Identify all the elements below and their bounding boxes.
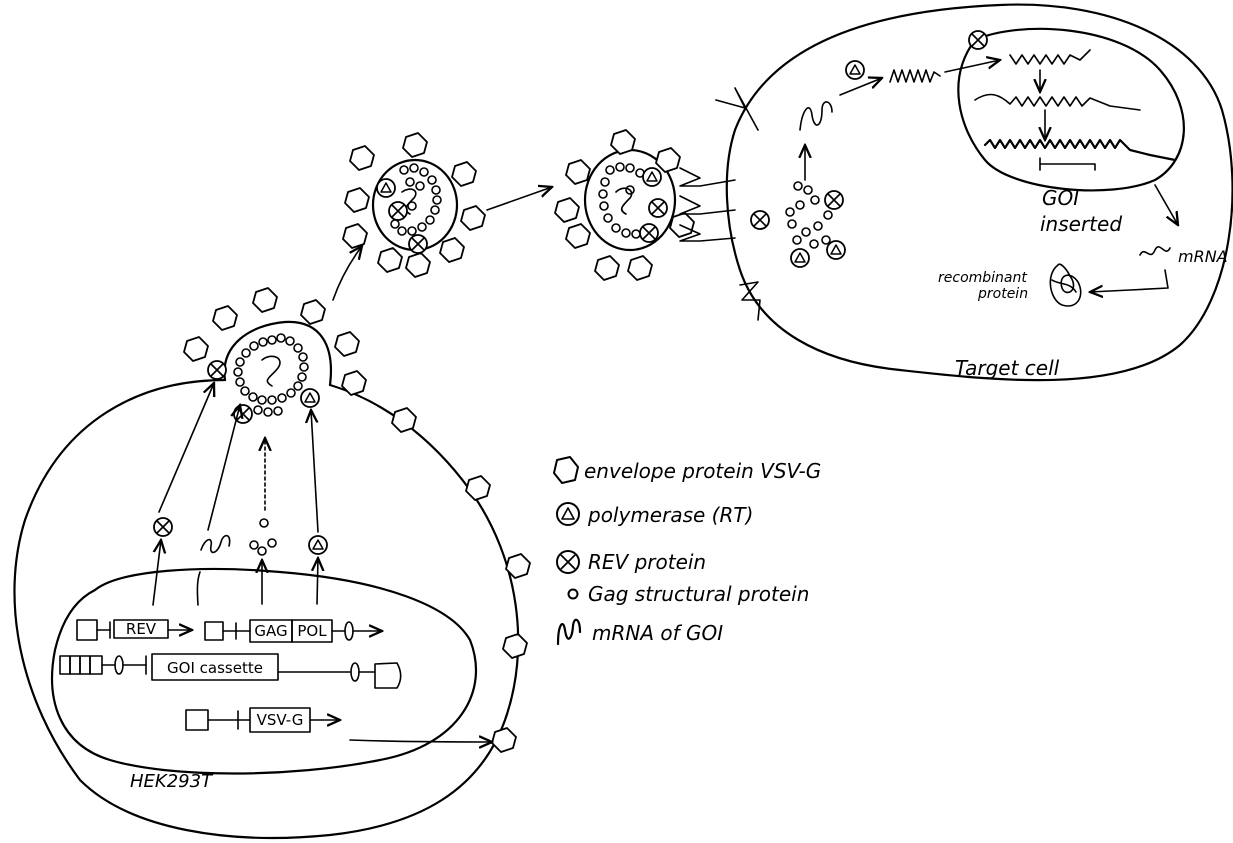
hexagon-icon [553, 456, 579, 484]
legend-envelope-text: envelope protein VSV-G [584, 459, 821, 483]
vsvg-to-membrane-arrow [349, 740, 492, 742]
target-cell-membrane [725, 3, 1233, 382]
wavy-line-icon [556, 618, 582, 646]
recombinant-label-line2: protein [977, 286, 1028, 302]
plasmid-vsvg: VSV-G [185, 707, 340, 733]
pol-label: POL [297, 622, 327, 640]
legend-mrna-text: mRNA of GOI [592, 621, 723, 645]
legend-item-gag: Gag structural protein [567, 582, 809, 606]
uncoated-capsid [750, 181, 846, 268]
virion-capsid [376, 163, 442, 254]
free-virion [342, 132, 486, 278]
producer-cell-membrane [13, 378, 520, 840]
transfer-arrow [486, 187, 552, 211]
cross-circle-icon [556, 550, 580, 574]
viral-rna [799, 101, 833, 131]
recombinant-protein-blob [1049, 263, 1082, 307]
envelope-proteins-producer [183, 287, 531, 753]
legend-item-envelope: envelope protein VSV-G [553, 456, 821, 484]
expression-arrows [152, 383, 318, 606]
expressed-proteins [153, 517, 328, 556]
target-mrna [1139, 246, 1171, 256]
gag-label: GAG [254, 622, 287, 640]
goi-inserted-line1: GOI [1042, 186, 1079, 210]
rev-label: REV [126, 620, 157, 638]
legend: envelope protein VSV-G polymerase (RT) R… [553, 456, 821, 646]
plasmid-rev: REV [76, 619, 192, 641]
legend-item-polymerase: polymerase (RT) [556, 502, 753, 527]
binding-virion [554, 129, 736, 281]
plasmid-goi-cassette: GOI cassette [59, 653, 402, 689]
legend-polymerase-text: polymerase (RT) [587, 503, 753, 527]
target-cell-label: Target cell [955, 356, 1060, 380]
target-cell: GOI inserted mRNA recombinant protein Ta… [715, 3, 1233, 382]
producer-cell: REV GAG POL GOI cassette [13, 287, 531, 840]
legend-item-rev: REV protein [556, 550, 706, 574]
budding-virion [223, 320, 332, 387]
plasmid-gag-pol: GAG POL [204, 619, 382, 643]
legend-rev-text: REV protein [588, 550, 706, 574]
binding-virion-capsid [598, 162, 668, 243]
target-nucleus [957, 27, 1185, 192]
reverse-transcribed-dna [889, 69, 941, 83]
mrna-product [200, 534, 231, 554]
producer-cell-label: HEK293T [130, 771, 214, 792]
goi-inserted-line2: inserted [1040, 212, 1122, 236]
release-arrow [332, 246, 362, 301]
vsvg-label: VSV-G [257, 711, 304, 729]
goi-cassette-label: GOI cassette [167, 659, 263, 677]
producer-nucleus [51, 567, 478, 775]
triangle-circle-icon [556, 502, 580, 526]
legend-gag-text: Gag structural protein [588, 582, 809, 606]
legend-item-mrna: mRNA of GOI [556, 618, 723, 646]
recombinant-label-line1: recombinant [938, 270, 1027, 286]
budding-capsid [207, 333, 320, 424]
mrna-label: mRNA [1178, 247, 1228, 266]
small-circle-icon [567, 588, 579, 600]
